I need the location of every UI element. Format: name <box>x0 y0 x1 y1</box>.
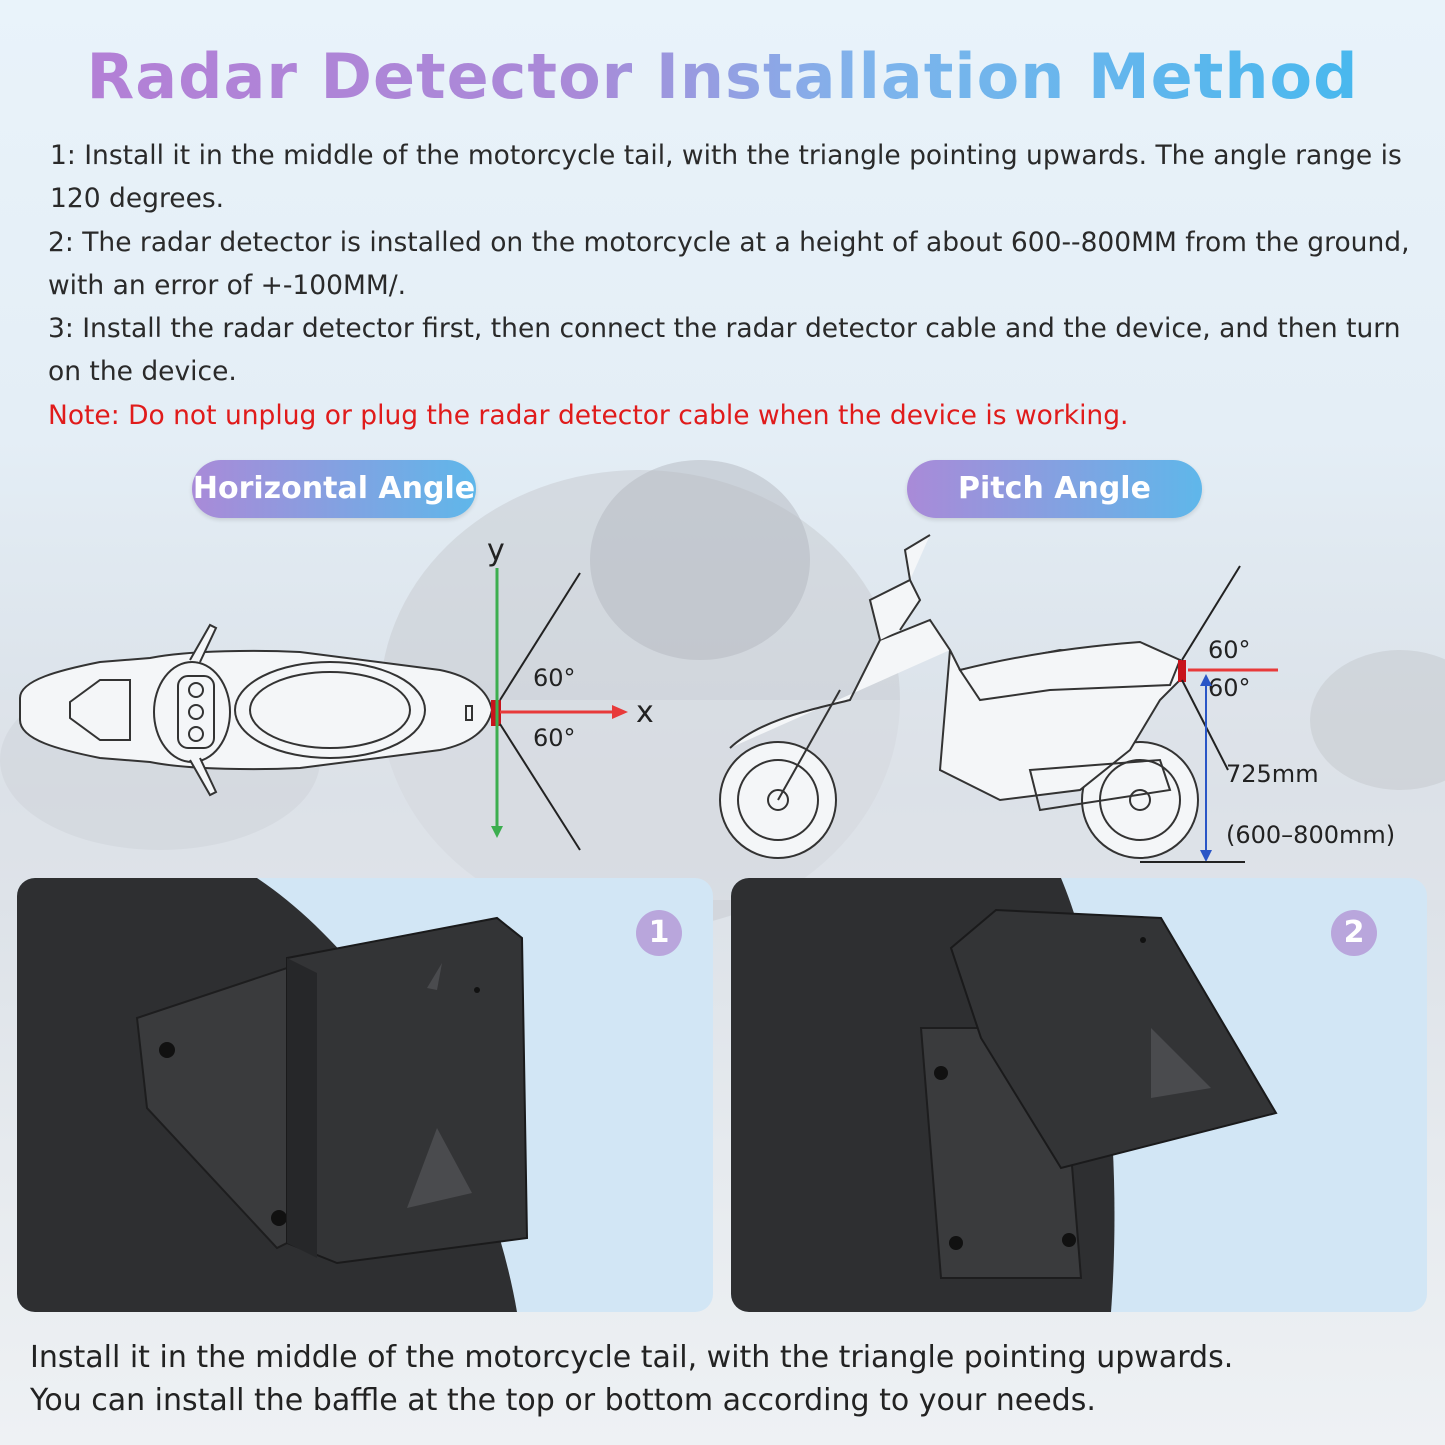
angle-line-bottom <box>499 723 581 851</box>
angle-line-top <box>499 572 581 701</box>
warning-note: Note: Do not unplug or plug the radar de… <box>48 399 1129 431</box>
height-arrow-bottom-icon <box>1200 850 1212 862</box>
y-axis-label: y <box>487 533 505 568</box>
title-part-2: Installation Method <box>655 40 1359 113</box>
x-axis-label: x <box>636 695 654 730</box>
bottom-caption-line-1: Install it in the middle of the motorcyc… <box>30 1340 1234 1375</box>
height-range-label: (600–800mm) <box>1226 821 1395 849</box>
pitch-angle-top-label: 60° <box>1208 636 1251 664</box>
install-photo-2: 2 <box>731 878 1427 1312</box>
instruction-3: 3: Install the radar detector first, the… <box>48 313 1401 388</box>
instructions-block: 1: Install it in the middle of the motor… <box>48 134 1428 437</box>
pitch-angle-line-top <box>1181 565 1241 661</box>
mounted-radar-illustration-2 <box>731 878 1278 1312</box>
horizontal-angle-diagram: y x 60° 60° <box>19 533 654 851</box>
step-badge-1: 1 <box>636 910 682 956</box>
page-title: Radar Detector Installation Method <box>0 40 1445 113</box>
scooter-top-view-icon <box>19 623 494 797</box>
horizontal-angle-label: Horizontal Angle <box>192 460 476 518</box>
pitch-angle-diagram: 60° 60° 725mm (600–800mm) <box>719 534 1395 863</box>
angle-top-label: 60° <box>533 664 576 692</box>
y-axis-arrow-icon <box>491 826 503 838</box>
title-part-1: Radar Detector <box>86 40 634 113</box>
angle-bottom-label: 60° <box>533 724 576 752</box>
radar-sensor-marker-side <box>1178 660 1186 682</box>
install-photo-1: 1 <box>17 878 713 1312</box>
pitch-angle-label: Pitch Angle <box>907 460 1202 518</box>
bottom-caption-line-2: You can install the baffle at the top or… <box>30 1383 1096 1418</box>
pitch-angle-bottom-label: 60° <box>1208 674 1251 702</box>
scooter-side-view-icon <box>719 534 1199 859</box>
mounted-radar-illustration-1 <box>17 878 529 1312</box>
height-arrow-top-icon <box>1200 674 1212 686</box>
x-axis-arrow-icon <box>612 705 628 719</box>
instruction-2: 2: The radar detector is installed on th… <box>48 226 1410 301</box>
instruction-1: 1: Install it in the middle of the motor… <box>50 140 1402 215</box>
bottom-caption: Install it in the middle of the motorcyc… <box>30 1336 1430 1422</box>
height-label: 725mm <box>1226 760 1319 788</box>
step-badge-2: 2 <box>1331 910 1377 956</box>
